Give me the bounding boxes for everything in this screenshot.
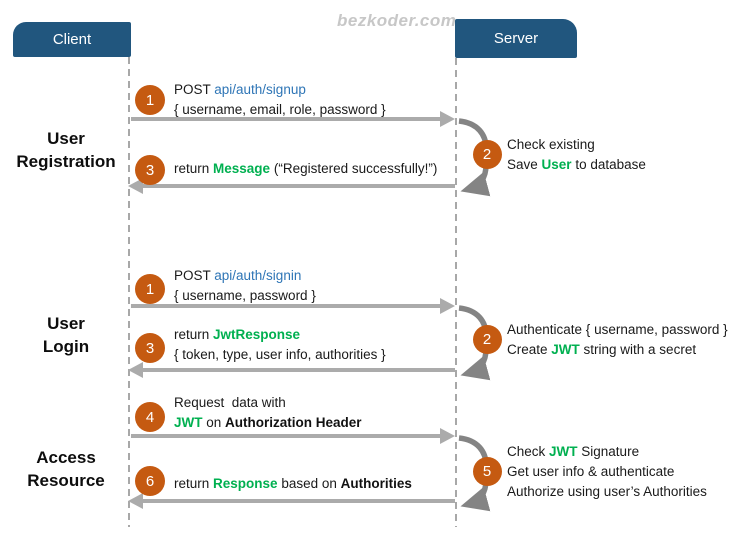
message-segment-link: api/auth/signin	[214, 268, 302, 283]
message-segment-plain: string with a secret	[579, 342, 697, 357]
section-label-line: User	[47, 314, 85, 333]
watermark: bezkoder.com	[337, 11, 457, 30]
client-actor-box: Client	[13, 22, 131, 57]
message-line: POST api/auth/signup	[174, 80, 386, 100]
message-line: Check JWT Signature	[507, 442, 707, 462]
section-label-line: Access	[36, 448, 96, 467]
message-line: POST api/auth/signin	[174, 266, 316, 286]
message-segment-plain: Check	[507, 444, 550, 459]
step-circle: 2	[472, 139, 502, 169]
message-segment-plain: { username, email, role, password }	[174, 102, 386, 117]
step-circle: 3	[135, 333, 165, 363]
step-circle: 4	[135, 402, 165, 432]
arrow-head-left	[128, 178, 143, 194]
message-segment-green: User	[541, 157, 572, 172]
arrow-head-left	[128, 362, 143, 378]
message-segment-plain: Create	[507, 342, 552, 357]
message-segment-green: JWT	[551, 342, 580, 357]
message-line: JWT on Authorization Header	[174, 413, 362, 433]
message-line: { username, email, role, password }	[174, 100, 386, 120]
client-message-text: POST api/auth/signin { username, password…	[174, 266, 316, 306]
arrow-head-right	[440, 298, 455, 314]
message-segment-plain: Request data with	[174, 395, 286, 410]
message-segment-green: JWT	[174, 415, 203, 430]
server-lifeline	[455, 58, 457, 527]
arrow-head-right	[440, 111, 455, 127]
arrow-line-right	[131, 117, 441, 121]
message-line: Check existing	[507, 135, 646, 155]
message-segment-plain: Save	[507, 157, 542, 172]
message-line: Save User to database	[507, 155, 646, 175]
message-line: Create JWT string with a secret	[507, 340, 728, 360]
client-message-text: return Response based on Authorities	[174, 474, 412, 494]
arrow-head-left	[128, 493, 143, 509]
message-line: Authorize using user’s Authorities	[507, 482, 707, 502]
message-segment-plain: Signature	[577, 444, 640, 459]
message-segment-green: JWT	[549, 444, 578, 459]
message-line: Request data with	[174, 393, 362, 413]
message-line: return Message (“Registered successfully…	[174, 159, 437, 179]
arrow-line-left	[142, 184, 455, 188]
message-line: return Response based on Authorities	[174, 474, 412, 494]
step-circle: 1	[135, 85, 165, 115]
step-circle: 5	[472, 456, 502, 486]
section-label-line: Registration	[16, 152, 116, 171]
client-message-text: return Message (“Registered successfully…	[174, 159, 437, 179]
arrow-line-left	[142, 368, 455, 372]
client-message-text: return JwtResponse { token, type, user in…	[174, 325, 386, 365]
message-segment-plain: on	[202, 415, 226, 430]
client-lifeline	[128, 57, 130, 527]
section-label-line: Resource	[27, 471, 105, 490]
step-circle: 6	[135, 466, 165, 496]
message-segment-plain: return	[174, 161, 214, 176]
server-activity-text: Authenticate { username, password } Creat…	[507, 320, 728, 360]
message-segment-plain: Authenticate { username, password }	[507, 322, 728, 337]
message-segment-plain: (“Registered successfully!”)	[270, 161, 438, 176]
message-segment-green: Response	[213, 476, 278, 491]
message-segment-bold: Authorization Header	[225, 415, 362, 430]
message-segment-plain: Authorize using user’s Authorities	[507, 484, 707, 499]
message-line: Authenticate { username, password }	[507, 320, 728, 340]
message-segment-plain: Check existing	[507, 137, 595, 152]
message-segment-plain: POST	[174, 268, 215, 283]
client-message-text: POST api/auth/signup { username, email, r…	[174, 80, 386, 120]
step-circle: 3	[135, 155, 165, 185]
message-segment-plain: based on	[277, 476, 341, 491]
message-segment-plain: POST	[174, 82, 215, 97]
message-segment-plain: Get user info & authenticate	[507, 464, 675, 479]
section-label-line: Login	[42, 337, 90, 356]
arrow-line-left	[142, 499, 455, 503]
message-segment-plain: { token, type, user info, authorities }	[174, 347, 386, 362]
section-label-line: User	[47, 129, 85, 148]
message-segment-green: Message	[213, 161, 271, 176]
message-line: Get user info & authenticate	[507, 462, 707, 482]
step-circle: 2	[472, 324, 502, 354]
message-segment-bold: Authorities	[340, 476, 412, 491]
message-segment-green: JwtResponse	[213, 327, 301, 342]
message-line: { token, type, user info, authorities }	[174, 345, 386, 365]
arrow-head-right	[440, 428, 455, 444]
message-segment-plain: return	[174, 327, 214, 342]
message-segment-plain: to database	[571, 157, 646, 172]
message-segment-plain: { username, password }	[174, 288, 316, 303]
server-actor-box: Server	[455, 19, 577, 58]
message-line: return JwtResponse	[174, 325, 386, 345]
message-segment-link: api/auth/signup	[214, 82, 306, 97]
message-segment-plain: return	[174, 476, 214, 491]
arrow-line-right	[131, 434, 441, 438]
step-circle: 1	[135, 274, 165, 304]
message-line: { username, password }	[174, 286, 316, 306]
arrow-line-right	[131, 304, 441, 308]
